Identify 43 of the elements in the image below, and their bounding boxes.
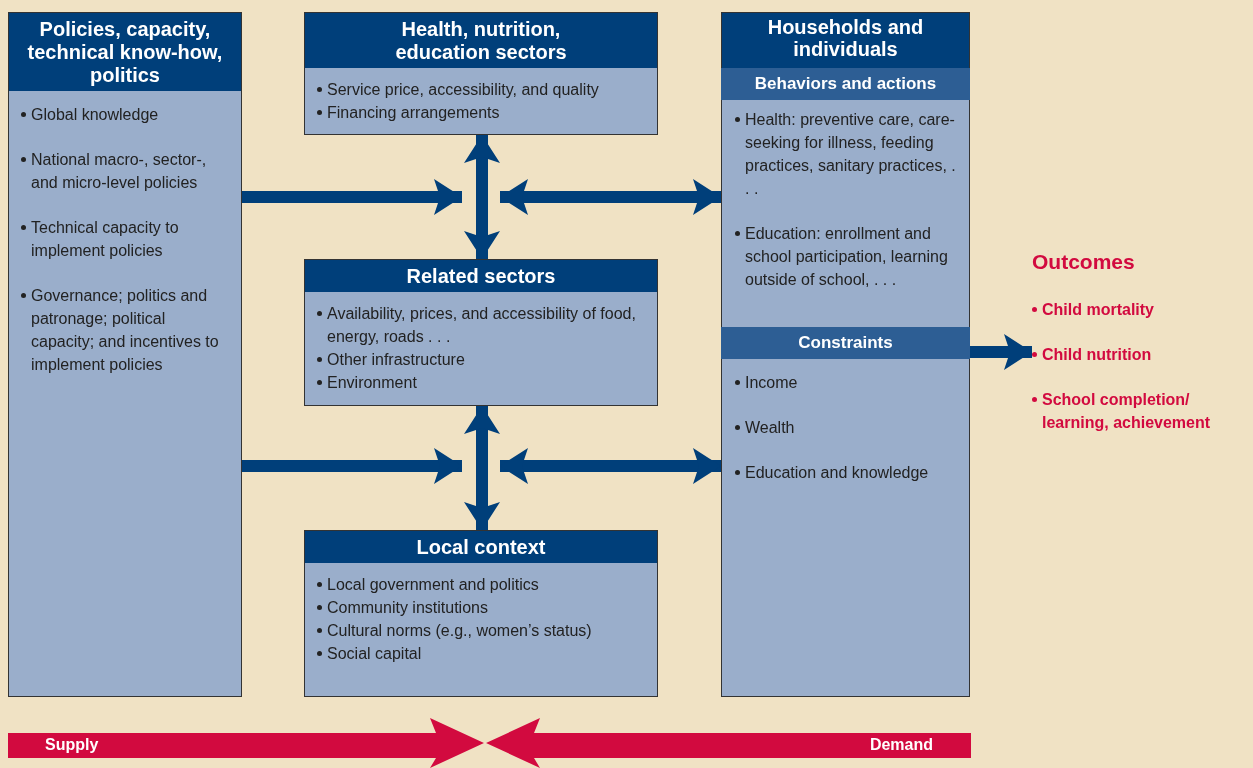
arrow-label: Demand bbox=[869, 735, 933, 755]
info-box bbox=[304, 530, 658, 697]
bullet-text: Other infrastructure bbox=[327, 350, 465, 370]
bullet-text: Environment bbox=[327, 373, 417, 393]
bullet-text: Global knowledge bbox=[31, 105, 159, 125]
arrow bbox=[464, 406, 500, 530]
bullet-text: Local government and politics bbox=[327, 575, 539, 595]
arrow bbox=[500, 179, 721, 215]
box-header: Households and individuals bbox=[722, 13, 969, 69]
bullet-text: National macro-, sector-, and micro-level policies bbox=[31, 150, 208, 193]
bullet-text: Availability, prices, and accessibility of food, energy, roads . . . bbox=[327, 304, 637, 347]
bullet-text: Income bbox=[745, 373, 798, 393]
bullet-text: Education and knowledge bbox=[745, 463, 929, 483]
bullet-text: Technical capacity to implement policies bbox=[31, 218, 180, 261]
section-header: Constraints bbox=[721, 327, 970, 359]
bullet-text: Child nutrition bbox=[1042, 345, 1152, 365]
bullet-text: School completion/ learning, achievement bbox=[1042, 390, 1212, 433]
bullet-text: Social capital bbox=[327, 644, 422, 664]
box-header: Local context bbox=[305, 531, 657, 563]
info-box bbox=[8, 12, 242, 697]
arrow bbox=[242, 179, 462, 215]
bullet-text: Governance; politics and patronage; political capacity; and incentives to implement policies bbox=[31, 286, 220, 375]
arrow bbox=[970, 334, 1032, 370]
arrow bbox=[464, 135, 500, 259]
info-box bbox=[304, 12, 658, 135]
households-box bbox=[721, 12, 970, 697]
bullet-text: Cultural norms (e.g., women’s status) bbox=[327, 621, 592, 641]
bullet-text: Education: enrollment and school participation, learning outside of school, . . . bbox=[745, 224, 949, 290]
info-box bbox=[304, 259, 658, 406]
section-header: Behaviors and actions bbox=[721, 68, 970, 100]
box-header: Related sectors bbox=[305, 260, 657, 292]
bullet-text: Child mortality bbox=[1042, 300, 1154, 320]
arrow bbox=[500, 448, 721, 484]
bullet-text: Health: preventive care, care-seeking for illness, feeding practices, sanitary practices, . . . bbox=[745, 110, 956, 199]
box-header: Health, nutrition, education sectors bbox=[305, 13, 657, 68]
outcomes-heading: Outcomes bbox=[1032, 250, 1136, 274]
bullet-text: Service price, accessibility, and quality bbox=[327, 80, 599, 100]
bullet-text: Financing arrangements bbox=[327, 103, 500, 123]
bullet-text: Wealth bbox=[745, 418, 795, 438]
box-header: Policies, capacity, technical know-how, politics bbox=[9, 13, 241, 91]
arrow bbox=[242, 448, 462, 484]
bullet-text: Community institutions bbox=[327, 598, 488, 618]
arrow-label: Supply bbox=[45, 735, 99, 755]
